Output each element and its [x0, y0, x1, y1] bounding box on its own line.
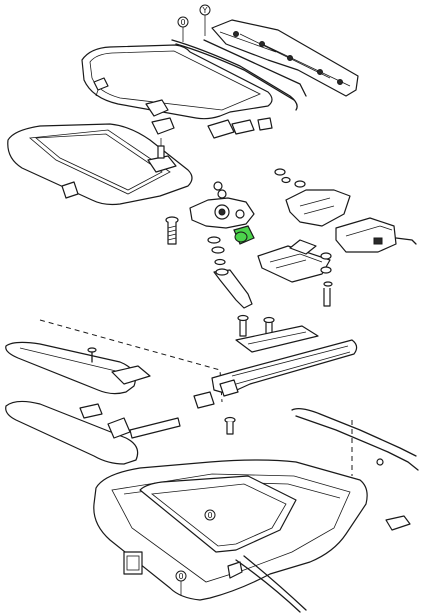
callout-top-right: Y [199, 4, 211, 36]
roof-end-plug [385, 515, 411, 531]
inner-headliner-frame [7, 123, 193, 206]
clip-fastener [93, 77, 109, 97]
roof-glass-opening [139, 475, 297, 553]
screw-pair [237, 314, 275, 337]
callout-glass-panel: 0 [204, 509, 216, 521]
lower-screw [224, 416, 236, 435]
crank-arm [213, 268, 253, 309]
slider-mechanism [193, 339, 358, 409]
callout-label-roof-bottom: 0 [178, 572, 183, 581]
front-guide-rail-left [5, 341, 136, 395]
motor-bracket [285, 189, 351, 227]
washers-stack [207, 236, 226, 266]
electric-motor [335, 217, 417, 253]
small-screw-left [87, 347, 97, 363]
rail-strip-top-right [203, 39, 307, 97]
rear-guide-rail [5, 400, 139, 465]
seal-strip-top [171, 39, 298, 111]
small-switch [123, 551, 143, 575]
panel-bracket-right [207, 117, 273, 139]
mounting-bolt-left [165, 216, 179, 245]
callout-top-left: 0 [177, 16, 189, 42]
plate-bolts [320, 252, 333, 307]
callout-label-glass: 0 [207, 511, 212, 520]
small-seal-clip [227, 561, 243, 579]
rear-rail-brackets [79, 403, 181, 439]
frame-center-mount [147, 138, 177, 173]
motor-mount-plate [257, 239, 331, 283]
guide-rail-assembly [211, 19, 359, 97]
callout-label-top-right: Y [202, 6, 208, 15]
callout-label-top-left: 0 [180, 18, 185, 27]
drive-cable [291, 408, 419, 471]
guide-rail-link [235, 325, 319, 353]
drive-mechanism [189, 181, 255, 229]
roof-trim-strip [235, 555, 307, 613]
highlighted-bushing [233, 225, 255, 245]
frame-clip-left [61, 181, 79, 199]
callout-roof-bottom: 0 [175, 570, 187, 596]
rail-end-cap [111, 365, 151, 385]
panel-bracket-left [145, 99, 175, 135]
sunroof-glass-panel-top [81, 44, 273, 120]
